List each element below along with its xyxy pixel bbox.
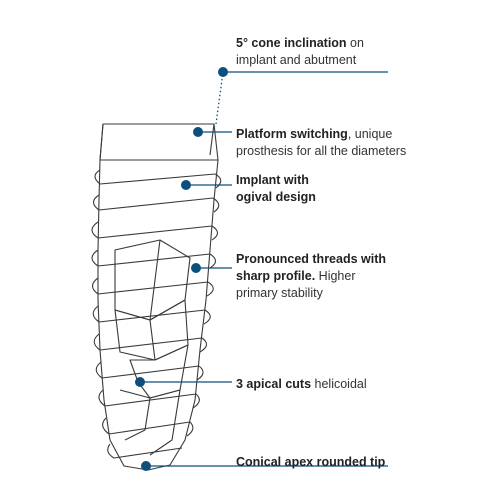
callout-ogival-design-bold: Implant with — [236, 173, 309, 187]
callout-cone-inclination-bold: 5° cone inclination — [236, 36, 347, 50]
callout-ogival-design: Implant with ogival design — [236, 172, 316, 206]
threads-right — [186, 173, 222, 437]
dental-implant-illustration — [91, 123, 222, 471]
callout-apical-cuts: 3 apical cuts helicoidal — [236, 376, 367, 393]
marker-apex — [141, 461, 151, 471]
callout-conical-apex-bold: Conical apex rounded tip — [236, 455, 386, 469]
marker-ogival — [181, 180, 191, 190]
leader-lines — [140, 71, 388, 467]
callout-pronounced-threads: Pronounced threads with sharp profile. H… — [236, 251, 386, 302]
callout-cone-inclination-rest: on — [346, 36, 364, 50]
cutting-facets — [114, 239, 191, 456]
callout-platform-switching-bold: Platform switching — [236, 127, 348, 141]
callout-platform-switching-rest: , unique — [347, 127, 393, 141]
implant-collar-bevel — [99, 123, 215, 161]
threads-left — [91, 169, 216, 459]
marker-cone — [218, 67, 228, 77]
callout-platform-switching-line2: prosthesis for all the diameters — [236, 144, 407, 158]
callout-cone-inclination: 5° cone inclination on implant and abutm… — [236, 35, 364, 69]
callout-pronounced-threads-line2-bold: sharp profile. — [236, 269, 316, 283]
marker-apical-cuts — [135, 377, 145, 387]
markers — [135, 67, 228, 471]
marker-threads — [191, 263, 201, 273]
cone-inclination-dotted-line — [215, 71, 224, 125]
callout-platform-switching: Platform switching, unique prosthesis fo… — [236, 126, 406, 160]
callout-pronounced-threads-line3: primary stability — [236, 286, 323, 300]
callout-pronounced-threads-bold: Pronounced threads with — [236, 252, 387, 266]
callout-apical-cuts-rest: helicoidal — [311, 377, 367, 391]
callout-pronounced-threads-line2-rest: Higher — [315, 269, 356, 283]
marker-platform — [193, 127, 203, 137]
callout-apical-cuts-bold: 3 apical cuts — [236, 377, 312, 391]
callout-cone-inclination-line2: implant and abutment — [236, 53, 357, 67]
callout-ogival-design-line2: ogival design — [236, 190, 316, 204]
callout-conical-apex: Conical apex rounded tip — [236, 454, 385, 471]
